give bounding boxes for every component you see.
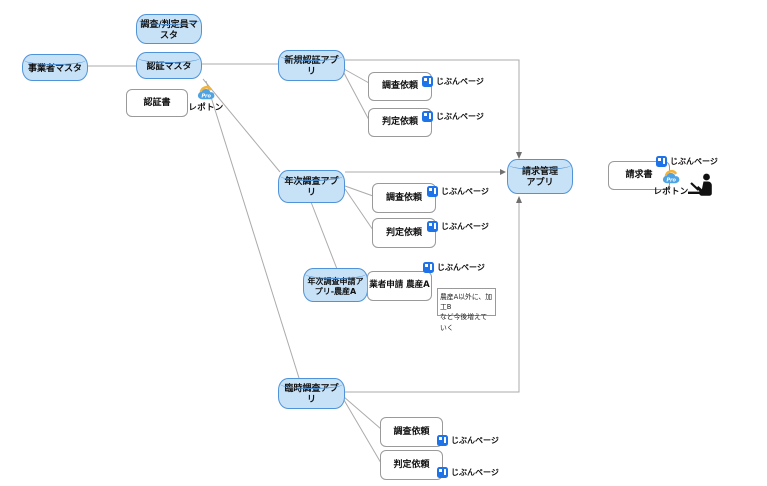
connector [205,80,300,379]
connector [343,72,370,121]
repoton-label: レポトン [188,103,224,113]
jibun-page-badge: じぶんページ [427,186,489,197]
node-annual-survey-app: 年次調査アプリ [278,170,345,203]
pro-badge: Pro [666,178,676,184]
node-label: 調査依頼 [385,192,422,203]
person-at-laptop-icon [688,173,712,196]
repoton-cloud-icon: Pro [662,170,680,184]
jibun-page-icon [422,111,433,122]
node-label: 年次調査アプリ [284,177,339,198]
note-line: 農産A以外に、加工B [440,293,493,312]
connector [343,396,382,430]
node-label: 判定依頼 [381,117,418,128]
jibun-page-icon [437,435,448,446]
node-inspector-master: 調査/判定員マ スタ [136,14,202,44]
node-survey-request-1: 調査依頼 [368,72,432,101]
repoton-logo: Pro レポトン [652,168,690,197]
node-temp-survey-app: 臨時調査アプリ [278,378,345,409]
jibun-page-badge: じぶんページ [656,156,718,167]
node-billing-app: 請求管理 アプリ [507,159,573,194]
jibun-page-label: じぶんページ [436,77,484,86]
jibun-page-badge: じぶんページ [422,111,484,122]
connector [310,201,338,270]
node-label: 新規認証アプリ [284,56,339,77]
node-survey-request-3: 調査依頼 [380,417,443,447]
connector [345,59,520,157]
jibun-page-badge: じぶんページ [422,76,484,87]
jibun-page-label: じぶんページ [451,436,499,445]
arrowhead-up [516,196,522,203]
node-annual-application-app: 年次調査申請ア プリ-農産A [303,268,368,302]
jibun-page-icon [427,186,438,197]
node-certificate: 認証書 [126,89,188,117]
jibun-page-badge: じぶんページ [437,435,499,446]
node-label: 調査依頼 [393,426,430,437]
node-label: 請求管理 アプリ [521,167,558,188]
node-label: 調査依頼 [381,81,418,92]
note-box: 農産A以外に、加工B など今後増えていく [437,288,496,332]
node-survey-request-2: 調査依頼 [372,183,436,213]
jibun-page-label: じぶんページ [670,157,718,166]
jibun-page-icon [656,156,667,167]
jibun-page-label: じぶんページ [441,222,489,231]
connector [344,185,374,197]
arrowhead-right [500,169,506,175]
node-vendor-application: 業者申請 農産A [367,271,432,301]
repoton-label: レポトン [653,187,689,197]
node-auth-master: 認証マスタ [136,52,202,79]
connector [343,399,382,464]
node-judgement-request-2: 判定依頼 [372,218,436,248]
connector [345,198,520,393]
connector [202,78,281,173]
node-label: 判定依頼 [385,227,422,238]
node-label: 認証マスタ [146,61,192,72]
node-label: 業者申請 農産A [369,280,430,291]
pro-badge: Pro [201,94,211,100]
repoton-cloud-icon: Pro [197,86,215,100]
jibun-page-label: じぶんページ [436,112,484,121]
node-judgement-request-1: 判定依頼 [368,108,432,137]
node-new-auth-app: 新規認証アプリ [278,50,345,81]
connector [343,68,370,84]
arrowhead-down [516,152,522,159]
jibun-page-icon [427,221,438,232]
node-business-master: 事業者マスタ [22,54,88,81]
jibun-page-label: じぶんページ [441,187,489,196]
jibun-page-badge: じぶんページ [427,221,489,232]
node-label: 認証書 [143,97,171,108]
jibun-page-label: じぶんページ [437,263,485,272]
node-label: 調査/判定員マ スタ [140,19,198,41]
repoton-logo: Pro レポトン [187,84,225,113]
jibun-page-label: じぶんページ [451,468,499,477]
node-judgement-request-3: 判定依頼 [380,450,443,480]
node-label: 事業者マスタ [27,63,82,74]
node-label: 請求書 [625,170,653,181]
jibun-page-icon [423,262,434,273]
jibun-page-icon [422,76,433,87]
jibun-page-icon [437,467,448,478]
node-label: 年次調査申請ア プリ-農産A [307,277,364,296]
connector [344,188,374,231]
jibun-page-badge: じぶんページ [437,467,499,478]
node-label: 臨時調査アプリ [284,384,339,405]
jibun-page-badge: じぶんページ [423,262,485,273]
note-line: など今後増えていく [440,313,488,332]
node-label: 判定依頼 [393,459,430,470]
